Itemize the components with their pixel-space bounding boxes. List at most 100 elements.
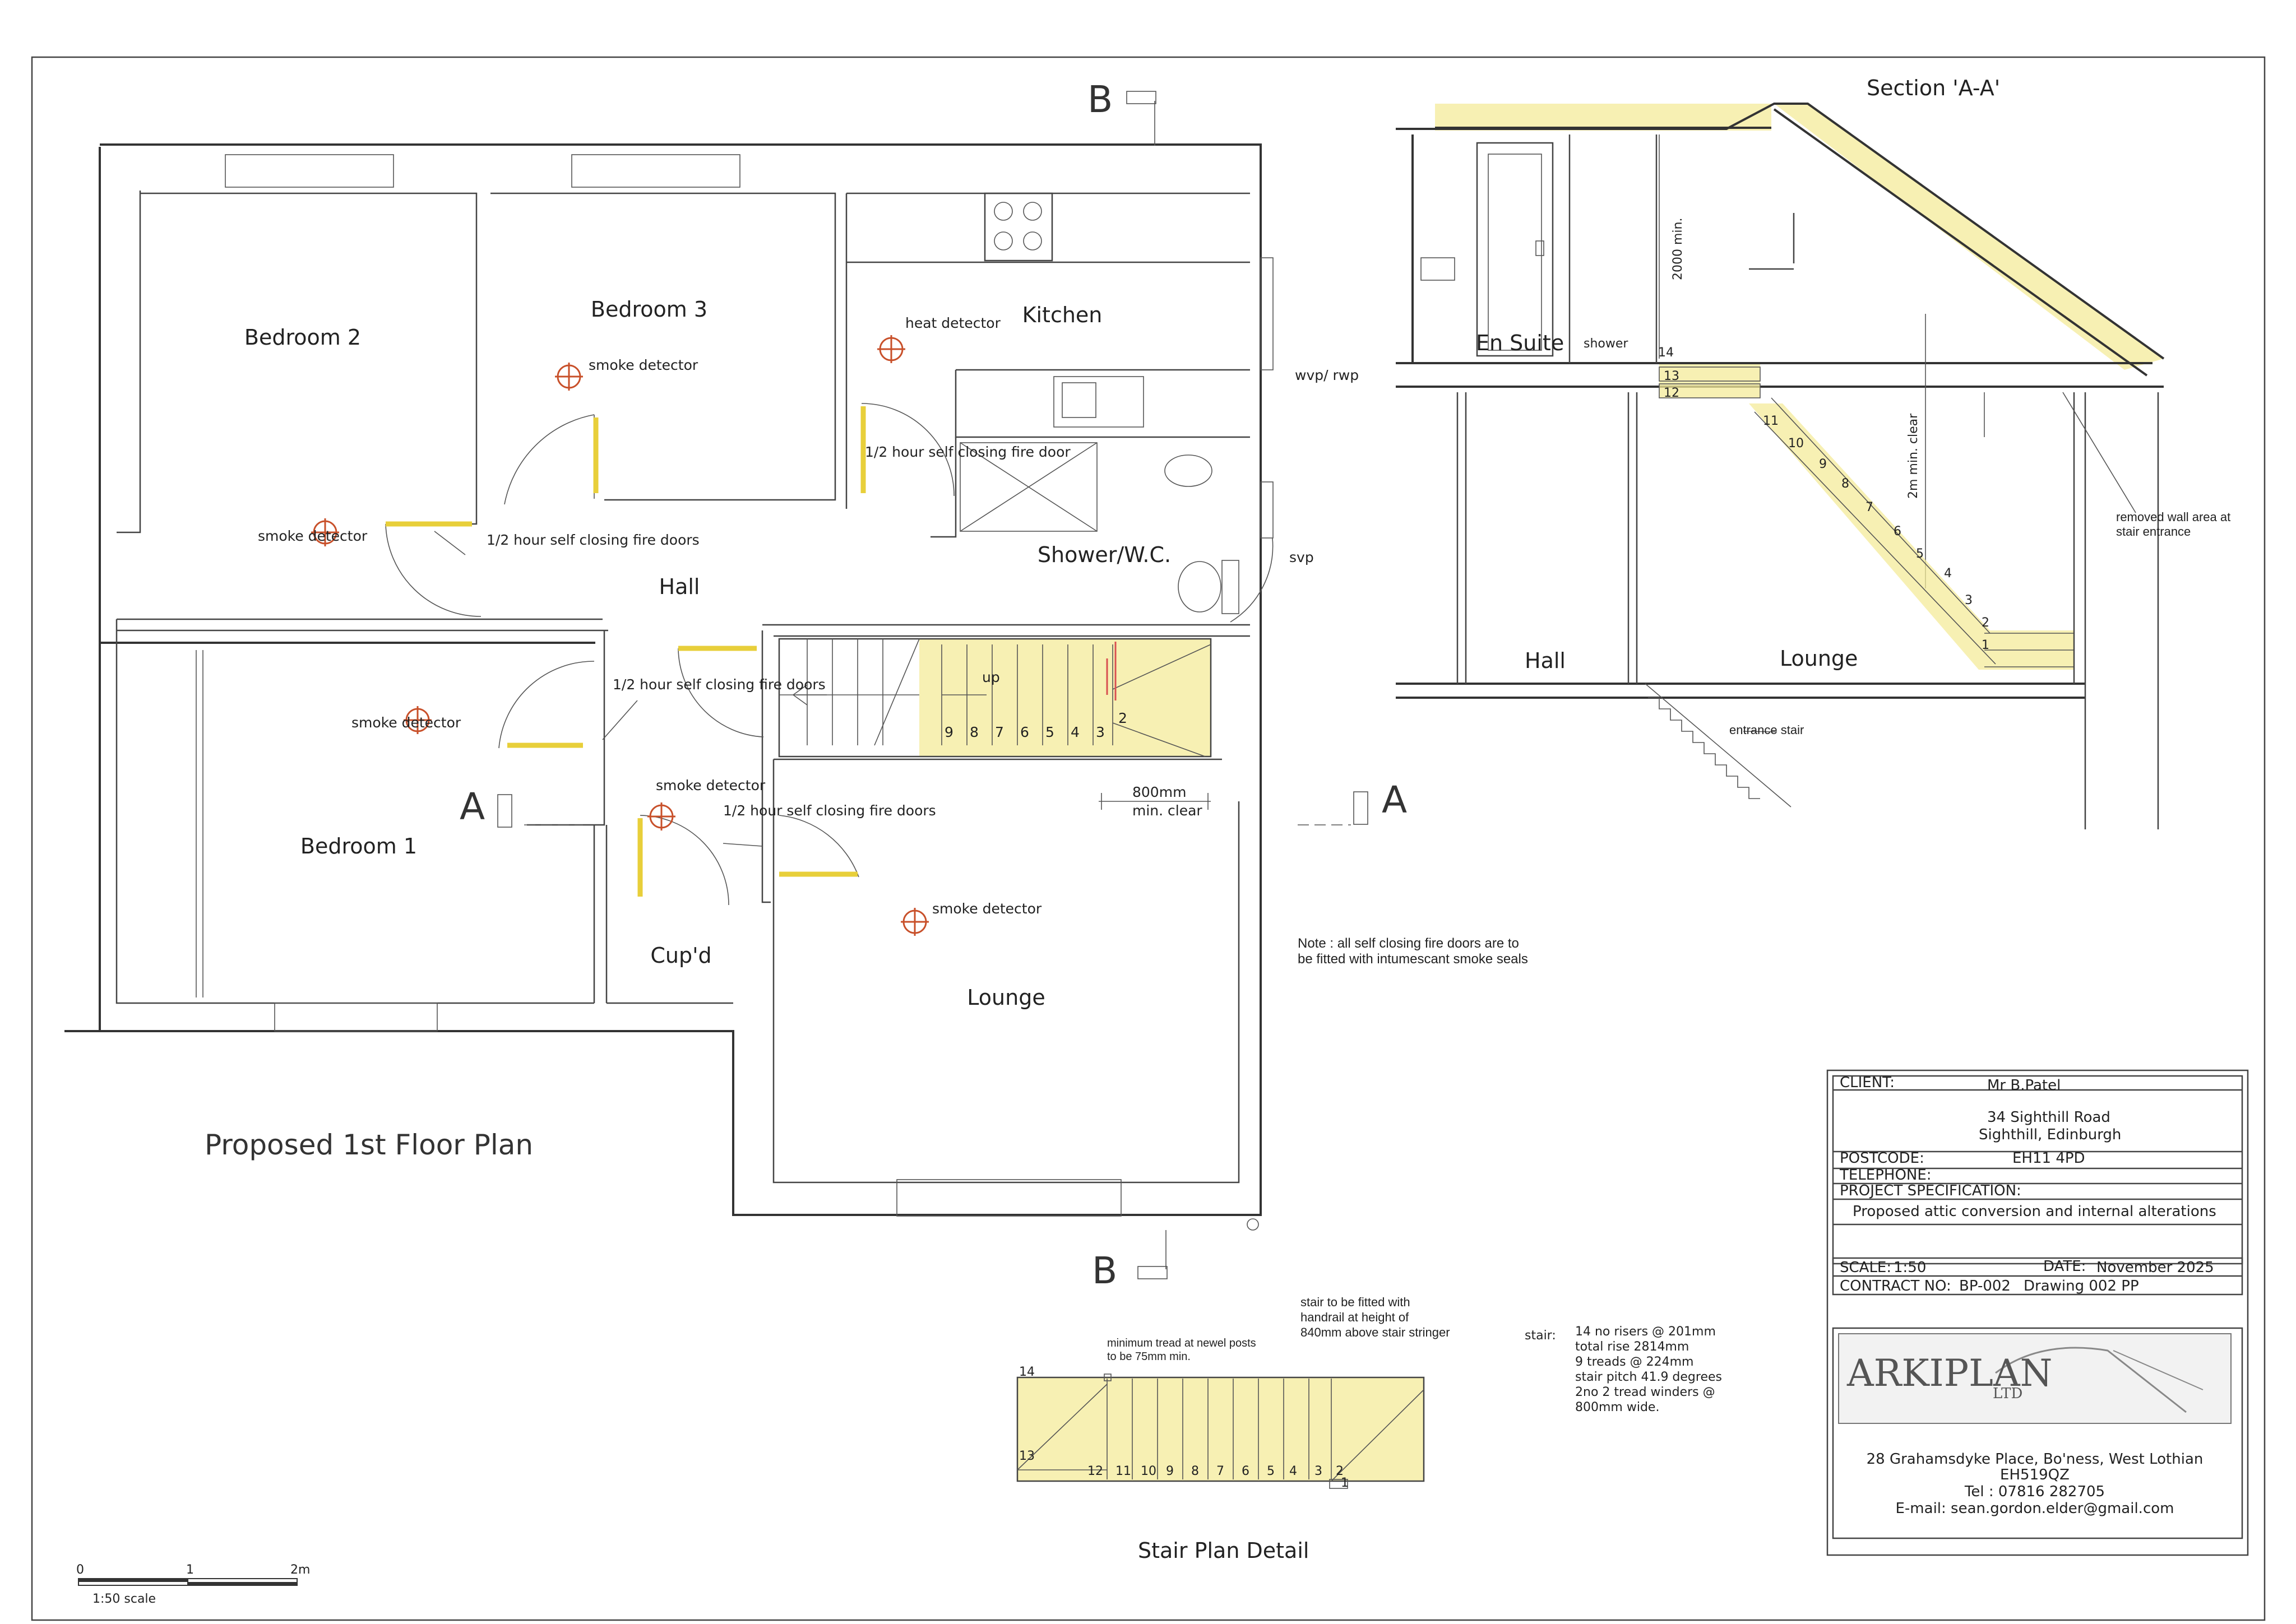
stair-detail-numbers: 14 13 12 11 10 9 8 7 6 5 4 3 2 1 — [1019, 1365, 1349, 1490]
section-shower: shower — [1584, 337, 1628, 351]
tb-contract: BP-002 — [1959, 1278, 2011, 1294]
svg-text:13: 13 — [1664, 369, 1679, 383]
tb-spec: Proposed attic conversion and internal a… — [1853, 1203, 2216, 1220]
company-logo-suffix: LTD — [1993, 1385, 2022, 1402]
svg-text:8: 8 — [1191, 1464, 1199, 1478]
svg-text:5: 5 — [1916, 547, 1924, 561]
tb-spec-label: PROJECT SPECIFICATION: — [1840, 1182, 2021, 1199]
stair-plan-detail — [1016, 1374, 1425, 1489]
plan-stair — [778, 638, 1212, 758]
section-en-suite: En Suite — [1476, 331, 1564, 355]
svg-text:3: 3 — [1314, 1464, 1322, 1478]
room-label-bedroom3: Bedroom 3 — [591, 297, 707, 322]
smoke-detector-icon — [647, 802, 675, 830]
tb-address2: Sighthill, Edinburgh — [1979, 1126, 2121, 1143]
title-block — [1826, 1069, 2249, 1556]
svg-text:11: 11 — [1763, 414, 1779, 428]
svg-text:6: 6 — [1894, 525, 1901, 539]
tb-scale: 1:50 — [1894, 1259, 1926, 1276]
tb-drawing: Drawing 002 PP — [2024, 1278, 2139, 1294]
smoke-detector-icon — [311, 518, 339, 546]
svg-text:4: 4 — [1944, 567, 1952, 581]
svg-text:4: 4 — [1289, 1464, 1297, 1478]
smoke-detector-label: smoke detector — [351, 714, 461, 731]
svg-text:13: 13 — [1019, 1449, 1035, 1463]
section-lounge: Lounge — [1780, 646, 1858, 671]
svg-text:14: 14 — [1019, 1365, 1035, 1379]
scale-tick-1: 1 — [186, 1563, 194, 1577]
section-mark-a-right: A — [1382, 778, 1407, 822]
svg-text:stair pitch 41.9 degrees: stair pitch 41.9 degrees — [1575, 1370, 1722, 1384]
heat-detector-icon — [877, 335, 905, 363]
room-label-hall: Hall — [659, 574, 700, 599]
stair-detail-title: Stair Plan Detail — [1138, 1538, 1309, 1563]
removed-wall-note: removed wall area at stair entrance — [2116, 510, 2231, 539]
wvp-label: wvp/ rwp — [1295, 367, 1359, 383]
svg-text:9 treads @ 224mm: 9 treads @ 224mm — [1575, 1355, 1693, 1369]
stair-spec-lines: 14 no risers @ 201mm total rise 2814mm 9… — [1575, 1325, 1722, 1414]
entrance-stair-note: entrance stair — [1729, 723, 1804, 737]
company-logo: ARKIPLAN — [1846, 1352, 2052, 1395]
room-label-shower: Shower/W.C. — [1038, 542, 1171, 567]
svg-text:4: 4 — [1071, 724, 1080, 740]
scale-tick-0: 0 — [76, 1563, 84, 1577]
room-label-bedroom2: Bedroom 2 — [244, 325, 361, 350]
section-aa — [1396, 103, 2165, 829]
section-clear: 2m min. clear — [1906, 413, 1920, 499]
svg-text:2: 2 — [1982, 616, 1989, 630]
svg-text:9: 9 — [1166, 1464, 1174, 1478]
room-label-cupd: Cup'd — [650, 943, 711, 968]
svg-text:8: 8 — [970, 724, 979, 740]
tb-postcode-label: POSTCODE: — [1840, 1150, 1924, 1167]
svg-text:9: 9 — [1819, 457, 1827, 471]
section-mark-a-left: A — [460, 785, 485, 828]
stair-up-label: up — [982, 669, 1000, 685]
entrance-stair-note-box: entrance stair — [1729, 723, 1804, 737]
floor-plan — [64, 91, 1368, 1279]
company-tel: Tel : 07816 282705 — [1964, 1483, 2105, 1500]
clear-width-value: 800mm — [1132, 784, 1186, 800]
heat-detector-label: heat detector — [905, 315, 1001, 331]
smoke-detector-icon — [404, 706, 432, 734]
smoke-detector-icon — [555, 363, 583, 391]
svg-text:2no 2 tread winders @: 2no 2 tread winders @ — [1575, 1385, 1715, 1399]
svp-label: svp — [1289, 549, 1314, 565]
section-title: Section 'A-A' — [1867, 76, 2000, 100]
svg-text:10: 10 — [1141, 1464, 1156, 1478]
section-step-numbers: 14 13 12 11 10 9 8 7 6 5 4 3 2 1 — [1658, 346, 1989, 652]
tb-date-label: DATE: — [2043, 1258, 2086, 1275]
sheet-border — [31, 56, 2266, 1621]
tb-client: Mr B.Patel — [1987, 1077, 2061, 1094]
svg-text:5: 5 — [1267, 1464, 1275, 1478]
scale-bar — [78, 1578, 298, 1586]
svg-text:11: 11 — [1115, 1464, 1131, 1478]
clear-width-label: min. clear — [1132, 802, 1202, 819]
tb-contract-label: CONTRACT NO: — [1840, 1278, 1951, 1294]
tb-address1: 34 Sighthill Road — [1987, 1109, 2110, 1126]
tb-postcode: EH11 4PD — [2012, 1150, 2085, 1167]
room-label-bedroom1: Bedroom 1 — [300, 834, 417, 859]
room-label-kitchen: Kitchen — [1022, 303, 1103, 327]
tb-telephone-label: TELEPHONE: — [1839, 1167, 1932, 1184]
fire-door-seal-note-box: Note : all self closing fire doors are t… — [1298, 936, 1528, 967]
svg-text:14 no risers @ 201mm: 14 no risers @ 201mm — [1575, 1325, 1716, 1339]
company-email: E-mail: sean.gordon.elder@gmail.com — [1896, 1500, 2174, 1517]
svg-text:12: 12 — [1664, 386, 1679, 400]
fire-door-note: 1/2 hour self closing fire doors — [487, 532, 700, 548]
removed-wall-note-box: removed wall area at stair entrance — [2116, 510, 2231, 539]
svg-text:3: 3 — [1965, 593, 1973, 607]
plan-title: Proposed 1st Floor Plan — [205, 1129, 533, 1161]
svg-text:8: 8 — [1841, 477, 1849, 491]
svg-text:7: 7 — [995, 724, 1004, 740]
section-hall: Hall — [1525, 648, 1566, 673]
newel-note-box: minimum tread at newel posts to be 75mm … — [1107, 1337, 1256, 1363]
stair-spec-label: stair: — [1525, 1329, 1556, 1343]
svg-text:800mm wide.: 800mm wide. — [1575, 1400, 1659, 1414]
svg-text:2: 2 — [1336, 1464, 1344, 1478]
svg-text:6: 6 — [1242, 1464, 1249, 1478]
svg-text:14: 14 — [1658, 346, 1674, 360]
handrail-note: stair to be fitted with handrail at heig… — [1300, 1295, 1450, 1339]
svg-text:2: 2 — [1118, 710, 1127, 726]
